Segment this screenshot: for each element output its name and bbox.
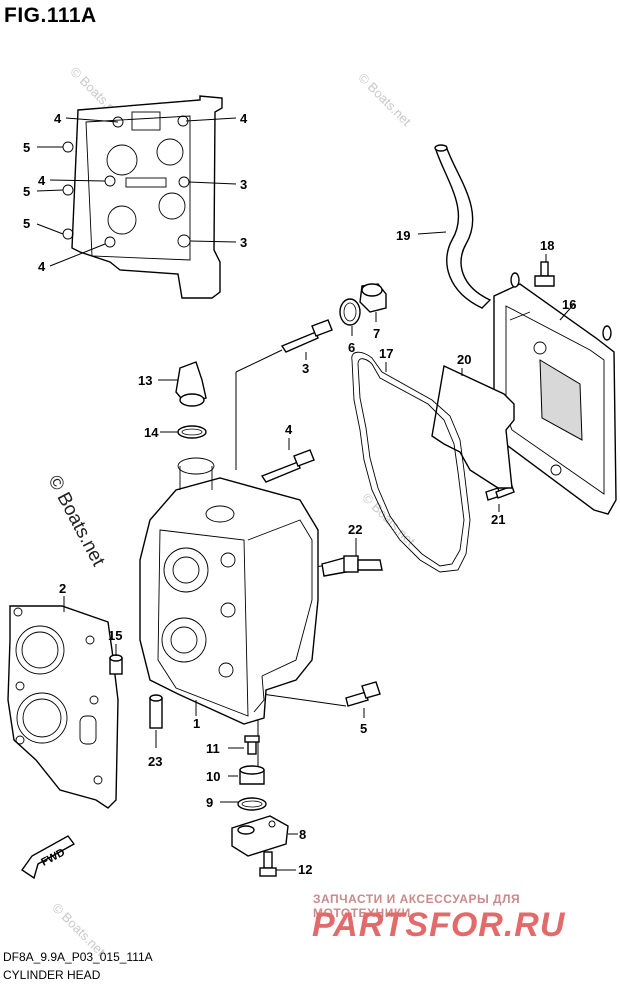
callout-label: 9 [206, 795, 213, 810]
callout-label: 5 [23, 216, 30, 231]
bolt-12 [259, 851, 296, 877]
title: FIG.111A [4, 4, 97, 27]
o-ring-6 [339, 298, 361, 336]
promo-tagline: ЗАПЧАСТИ И АКСЕССУАРЫ ДЛЯ МОТОТЕХНИКИ [313, 892, 521, 920]
callout-label: 12 [298, 862, 312, 877]
bolt-18 [534, 254, 555, 287]
bolt-21 [485, 485, 515, 512]
bolt-11 [228, 735, 260, 755]
callout-label: 3 [302, 361, 309, 376]
callout-label: 17 [379, 346, 393, 361]
callout-label: 14 [144, 425, 159, 440]
callout-label: 7 [373, 326, 380, 341]
cylinder-head [139, 457, 319, 725]
bolt-5 [345, 681, 381, 718]
callout-label: 5 [360, 721, 367, 736]
head-top-view [62, 95, 223, 299]
callout-label: 4 [54, 111, 62, 126]
callout-label: 1 [193, 716, 200, 731]
leader-lines-inset [36, 117, 237, 267]
callout-label: 10 [206, 769, 220, 784]
callout-labels: 4 5 4 5 5 4 4 3 3 19 18 16 7 6 17 20 3 1… [23, 111, 576, 877]
spark-plug-22 [321, 538, 383, 577]
o-ring-9 [220, 797, 267, 811]
callout-label: 18 [540, 238, 554, 253]
callout-label: 6 [348, 340, 355, 355]
cover-gasket-20 [431, 364, 515, 489]
dowel-15 [109, 644, 123, 675]
o-ring-14 [160, 425, 207, 439]
plug-13 [158, 361, 207, 407]
figure-code: DF8A_9.9A_P03_015_111A [3, 950, 153, 964]
thermostat-10 [228, 765, 265, 785]
callout-label: 5 [23, 184, 30, 199]
callout-label: 8 [299, 827, 306, 842]
thermostat-cover-8 [231, 815, 298, 857]
head-gasket [7, 596, 119, 809]
fwd-arrow-icon: FWD [21, 835, 76, 880]
callout-label: 4 [240, 111, 248, 126]
callout-label: 5 [23, 140, 30, 155]
breather-hose [417, 144, 492, 309]
cover-gasket-17 [351, 351, 471, 573]
callout-label: 4 [38, 259, 46, 274]
callout-label: 3 [240, 235, 247, 250]
callout-label: 2 [59, 581, 66, 596]
callout-label: 4 [38, 173, 46, 188]
callout-label: 16 [562, 297, 576, 312]
filler-cap-7 [359, 283, 387, 322]
callout-label: 4 [285, 422, 293, 437]
head-cover [493, 272, 617, 515]
callout-label: 19 [396, 228, 410, 243]
callout-label: 22 [348, 522, 362, 537]
promo-logo: PARTSFOR.RU [312, 906, 566, 944]
bolt-3 [280, 319, 333, 360]
callout-label: 11 [206, 741, 220, 756]
callout-label: 21 [491, 512, 505, 527]
callout-label: 3 [240, 177, 247, 192]
callout-label: 13 [138, 373, 152, 388]
callout-label: 20 [457, 352, 471, 367]
bolt-4 [260, 438, 315, 483]
pin-23 [149, 694, 163, 748]
callout-label: 15 [108, 628, 122, 643]
callout-label: 23 [148, 754, 162, 769]
figure-caption: CYLINDER HEAD [3, 968, 101, 982]
